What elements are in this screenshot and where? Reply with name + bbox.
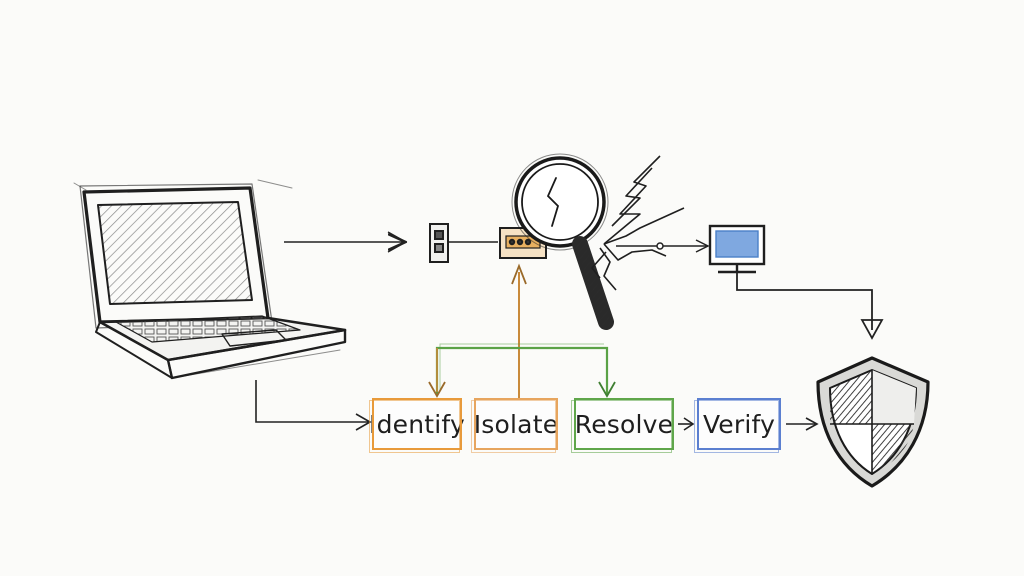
monitor-icon xyxy=(708,224,766,274)
lightning-icon xyxy=(591,155,685,291)
step-label: Identify xyxy=(369,409,465,439)
network-switch-icon xyxy=(429,223,498,263)
step-identify: Identify xyxy=(369,398,465,453)
magnifying-glass-icon xyxy=(511,153,614,330)
connection-to-monitor xyxy=(616,239,710,253)
step-resolve: Resolve xyxy=(571,398,674,453)
feedback-bracket xyxy=(428,343,616,398)
arrow-isolate-to-router xyxy=(511,263,527,398)
shield-icon xyxy=(816,356,930,488)
arrow-resolve-to-verify xyxy=(678,417,695,431)
step-label: Resolve xyxy=(574,409,674,439)
arrow-monitor-to-shield xyxy=(736,272,873,330)
laptop-icon xyxy=(73,179,347,380)
arrow-verify-to-shield xyxy=(786,417,819,431)
step-label: Isolate xyxy=(473,409,559,439)
step-isolate: Isolate xyxy=(471,398,559,453)
step-verify: Verify xyxy=(694,398,781,453)
arrow-laptop-to-identify xyxy=(255,380,368,423)
step-label: Verify xyxy=(702,409,776,439)
